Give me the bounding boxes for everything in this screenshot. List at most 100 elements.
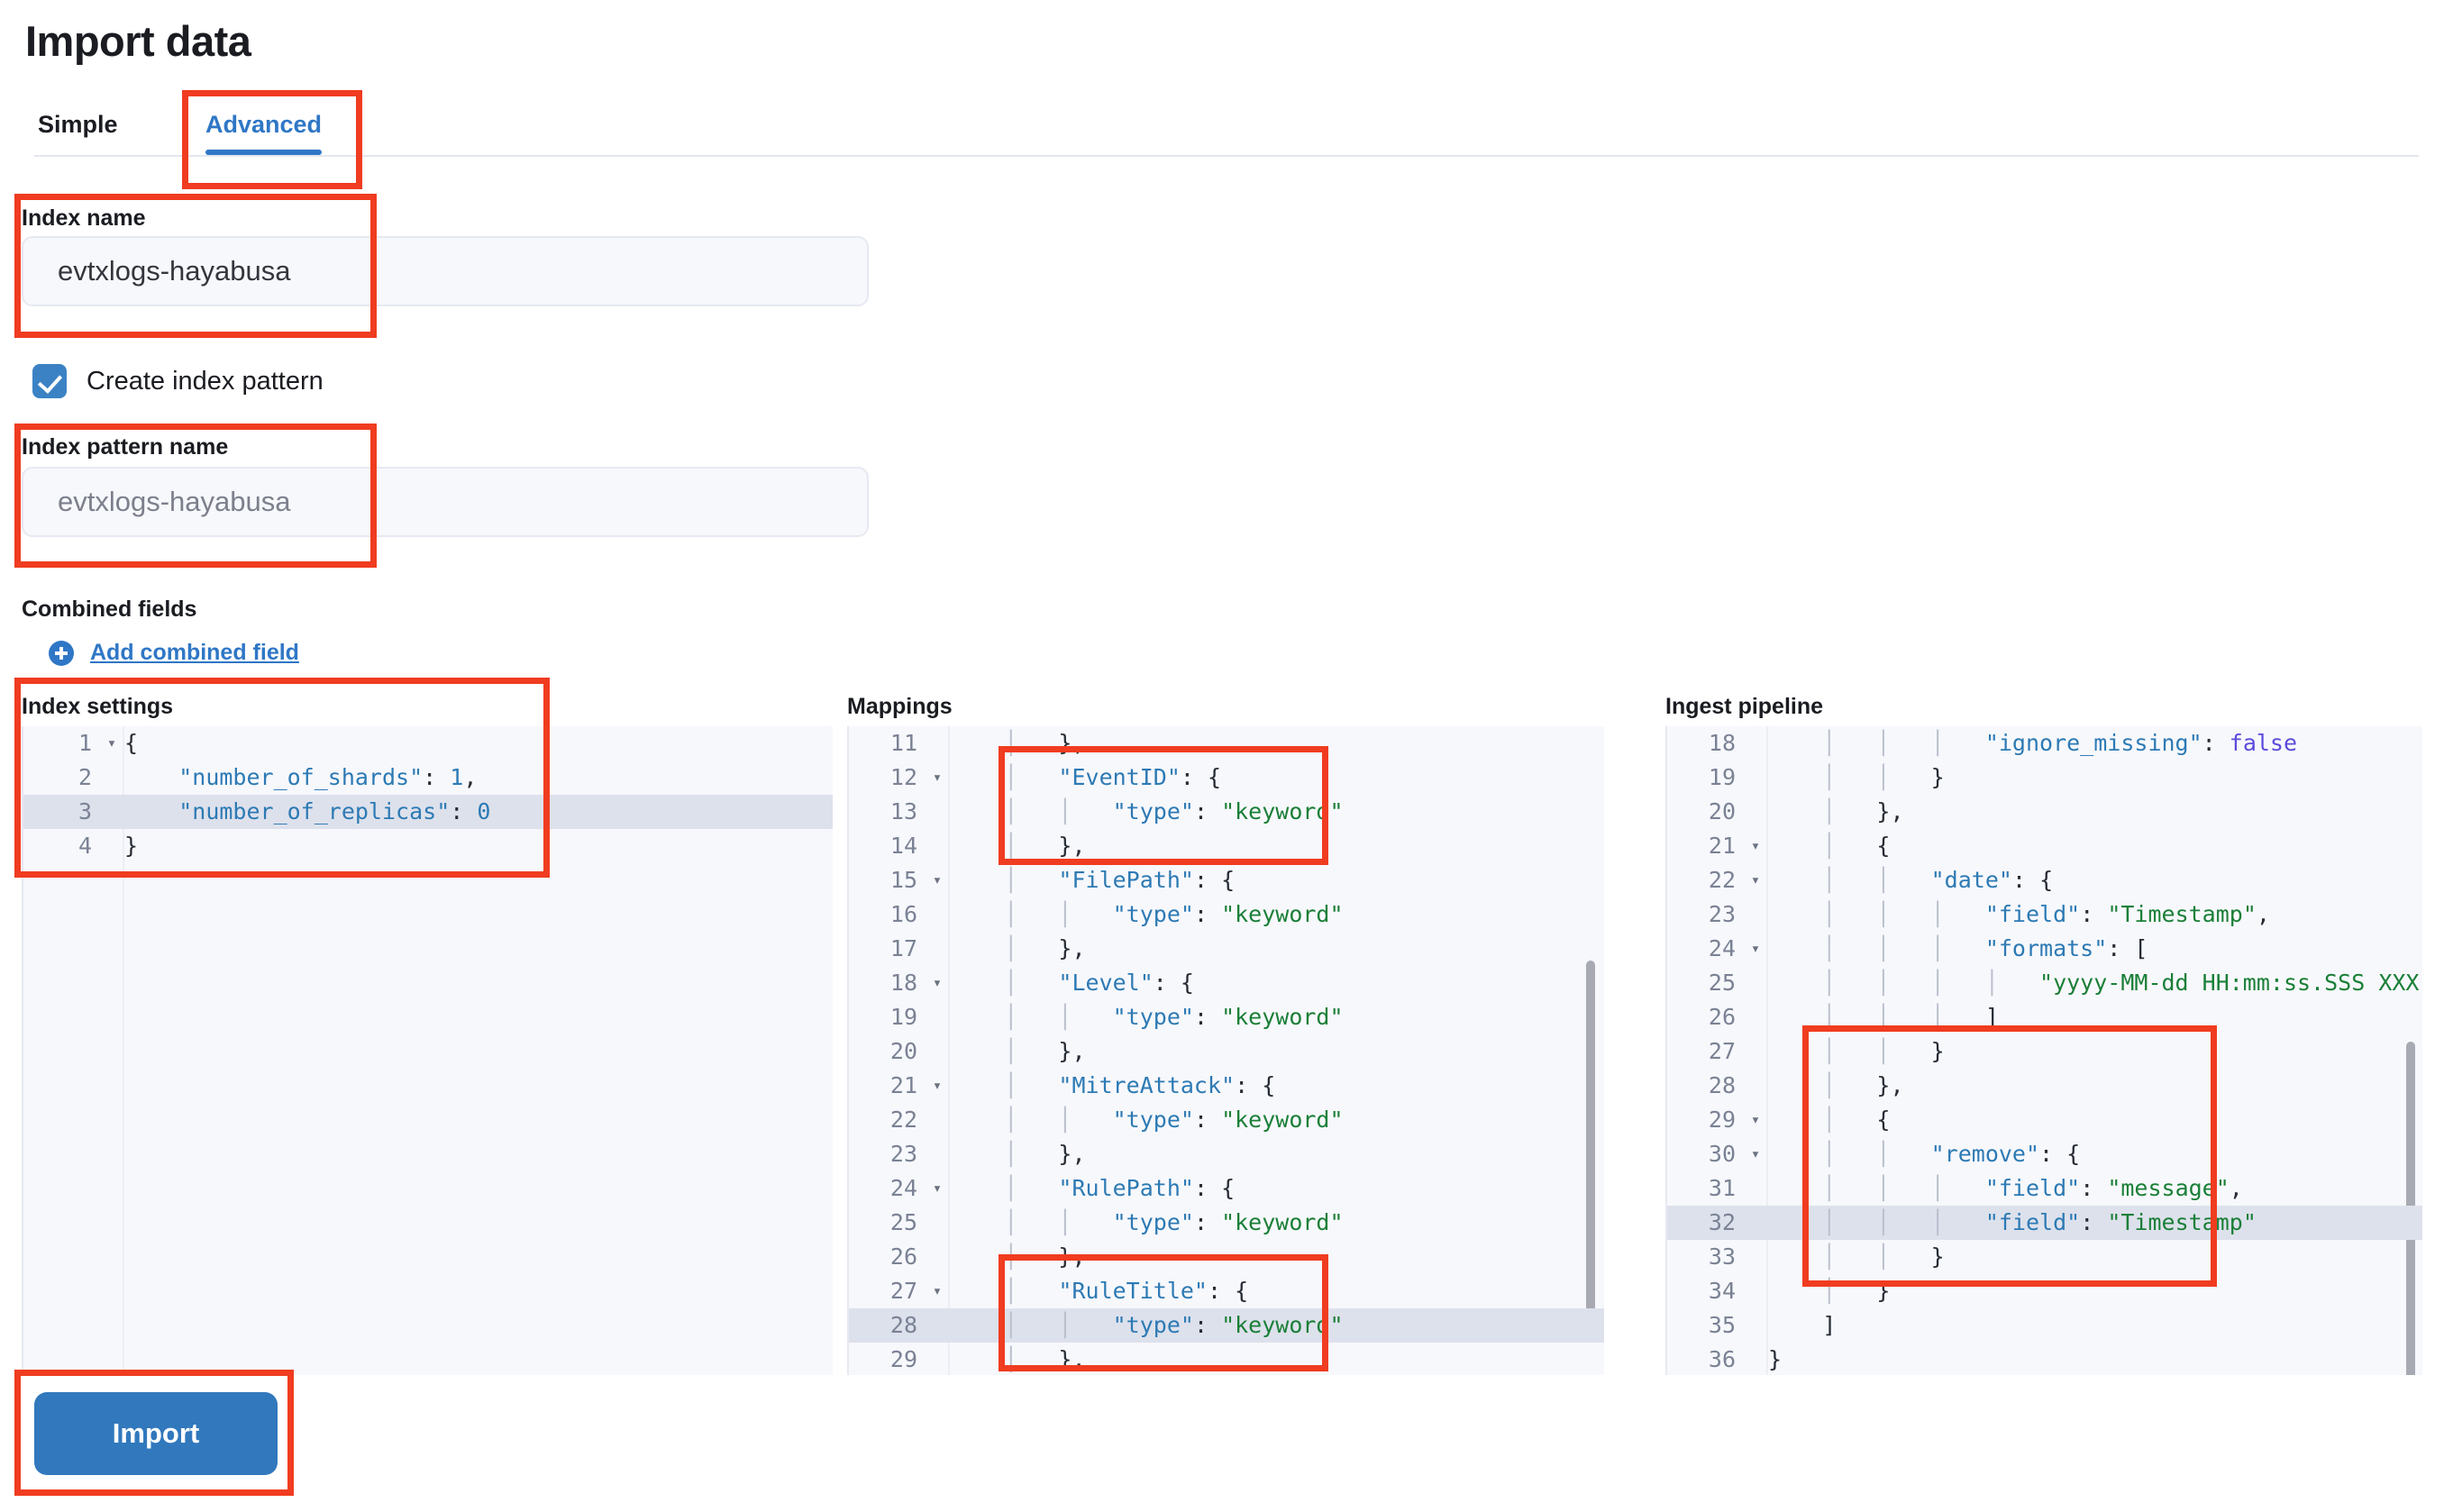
- line-number: 28: [889, 1312, 917, 1338]
- code-line[interactable]: 1▾{: [23, 726, 833, 761]
- tab-simple[interactable]: Simple: [38, 101, 118, 155]
- add-combined-field-link[interactable]: Add combined field: [49, 640, 299, 666]
- code-text: │ },: [950, 1141, 1086, 1167]
- code-line[interactable]: 31 │ │ │ "field": "message",: [1667, 1171, 2422, 1206]
- code-line[interactable]: 3 "number_of_replicas": 0: [23, 795, 833, 829]
- line-number: 29: [1708, 1107, 1736, 1133]
- code-line[interactable]: 27▾ │ "RuleTitle": {: [849, 1274, 1604, 1308]
- code-text: │ },: [1768, 798, 1904, 824]
- mappings-scrollbar[interactable]: [1586, 961, 1595, 1312]
- code-text: │ },: [1768, 1072, 1904, 1098]
- code-line[interactable]: 20 │ },: [1667, 795, 2422, 829]
- line-number: 23: [1708, 901, 1736, 927]
- line-number: 20: [889, 1038, 917, 1064]
- code-text: │ │ │ "formats": [: [1768, 935, 2148, 961]
- code-line[interactable]: 26 │ },: [849, 1240, 1604, 1274]
- gutter-divider: [948, 726, 950, 1375]
- line-number: 18: [1708, 730, 1736, 756]
- code-line[interactable]: 13 │ │ "type": "keyword": [849, 795, 1604, 829]
- code-line[interactable]: 27 │ │ }: [1667, 1034, 2422, 1069]
- code-line[interactable]: 32 │ │ │ "field": "Timestamp": [1667, 1206, 2422, 1240]
- fold-arrow-icon[interactable]: ▾: [932, 871, 943, 889]
- fold-arrow-icon[interactable]: ▾: [1750, 871, 1761, 889]
- code-line[interactable]: 18▾ │ "Level": {: [849, 966, 1604, 1000]
- import-button[interactable]: Import: [34, 1392, 278, 1475]
- code-text: │ },: [950, 1243, 1086, 1270]
- fold-arrow-icon[interactable]: ▾: [932, 1282, 943, 1300]
- line-number: 18: [889, 970, 917, 996]
- code-line[interactable]: 12▾ │ "EventID": {: [849, 761, 1604, 795]
- code-line[interactable]: 23 │ │ │ "field": "Timestamp",: [1667, 897, 2422, 932]
- code-text: │ },: [950, 1038, 1086, 1064]
- line-number: 32: [1708, 1209, 1736, 1235]
- fold-arrow-icon[interactable]: ▾: [1750, 1145, 1761, 1163]
- code-line[interactable]: 22▾ │ │ "date": {: [1667, 863, 2422, 897]
- tab-simple-label: Simple: [38, 111, 118, 138]
- code-line[interactable]: 24▾ │ │ │ "formats": [: [1667, 932, 2422, 966]
- line-number: 13: [889, 798, 917, 824]
- mappings-editor[interactable]: 11 │ },12▾ │ "EventID": {13 │ │ "type": …: [847, 726, 1604, 1375]
- line-number: 22: [889, 1107, 917, 1133]
- fold-arrow-icon[interactable]: ▾: [1750, 1111, 1761, 1129]
- code-line[interactable]: 15▾ │ "FilePath": {: [849, 863, 1604, 897]
- code-line[interactable]: 36}: [1667, 1343, 2422, 1375]
- code-line[interactable]: 24▾ │ "RulePath": {: [849, 1171, 1604, 1206]
- code-line[interactable]: 14 │ },: [849, 829, 1604, 863]
- code-line[interactable]: 11 │ },: [849, 726, 1604, 761]
- code-line[interactable]: 29 │ },: [849, 1343, 1604, 1375]
- code-line[interactable]: 18 │ │ │ "ignore_missing": false: [1667, 726, 2422, 761]
- code-text: │ "MitreAttack": {: [950, 1072, 1276, 1098]
- line-number: 16: [889, 901, 917, 927]
- code-line[interactable]: 19 │ │ }: [1667, 761, 2422, 795]
- code-text: │ │ "type": "keyword": [950, 798, 1344, 824]
- fold-arrow-icon[interactable]: ▾: [932, 1180, 943, 1198]
- fold-arrow-icon[interactable]: ▾: [932, 1077, 943, 1095]
- code-line[interactable]: 33 │ │ }: [1667, 1240, 2422, 1274]
- fold-arrow-icon[interactable]: ▾: [106, 734, 117, 752]
- fold-arrow-icon[interactable]: ▾: [932, 769, 943, 787]
- line-number: 3: [78, 798, 92, 824]
- index-settings-editor[interactable]: 1▾{2 "number_of_shards": 1,3 "number_of_…: [22, 726, 833, 1375]
- fold-arrow-icon[interactable]: ▾: [1750, 837, 1761, 855]
- code-line[interactable]: 35 ]: [1667, 1308, 2422, 1343]
- code-text: │ │ }: [1768, 764, 1945, 790]
- code-line[interactable]: 25 │ │ "type": "keyword": [849, 1206, 1604, 1240]
- fold-arrow-icon[interactable]: ▾: [1750, 940, 1761, 958]
- code-line[interactable]: 29▾ │ {: [1667, 1103, 2422, 1137]
- code-line[interactable]: 34 │ }: [1667, 1274, 2422, 1308]
- tab-advanced[interactable]: Advanced: [205, 101, 323, 155]
- code-text: │ "FilePath": {: [950, 867, 1236, 893]
- create-index-pattern-checkbox[interactable]: Create index pattern: [32, 364, 324, 398]
- index-pattern-name-input[interactable]: evtxlogs-hayabusa: [22, 467, 869, 537]
- code-line[interactable]: 21▾ │ "MitreAttack": {: [849, 1069, 1604, 1103]
- code-line[interactable]: 20 │ },: [849, 1034, 1604, 1069]
- code-line[interactable]: 25 │ │ │ │ "yyyy-MM-dd HH:mm:ss.SSS XXX": [1667, 966, 2422, 1000]
- code-line[interactable]: 30▾ │ │ "remove": {: [1667, 1137, 2422, 1171]
- code-line[interactable]: 23 │ },: [849, 1137, 1604, 1171]
- code-line[interactable]: 26 │ │ │ ]: [1667, 1000, 2422, 1034]
- code-line[interactable]: 2 "number_of_shards": 1,: [23, 761, 833, 795]
- line-number: 4: [78, 833, 92, 859]
- code-text: │ │ "type": "keyword": [950, 1209, 1344, 1235]
- code-line[interactable]: 17 │ },: [849, 932, 1604, 966]
- code-line[interactable]: 16 │ │ "type": "keyword": [849, 897, 1604, 932]
- gutter-divider: [123, 726, 124, 1375]
- code-line[interactable]: 4}: [23, 829, 833, 863]
- line-number: 1: [78, 730, 92, 756]
- code-line[interactable]: 21▾ │ {: [1667, 829, 2422, 863]
- code-text: "number_of_shards": 1,: [178, 764, 478, 790]
- code-text: ]: [1822, 1312, 1837, 1338]
- line-number: 19: [889, 1004, 917, 1030]
- index-name-input[interactable]: evtxlogs-hayabusa: [22, 236, 869, 306]
- fold-arrow-icon[interactable]: ▾: [932, 974, 943, 992]
- combined-fields-label: Combined fields: [22, 597, 197, 622]
- gutter-divider: [1766, 726, 1768, 1375]
- code-text: │ │ │ ]: [1768, 1004, 1999, 1030]
- code-line[interactable]: 22 │ │ "type": "keyword": [849, 1103, 1604, 1137]
- code-line[interactable]: 28 │ │ "type": "keyword": [849, 1308, 1604, 1343]
- code-line[interactable]: 19 │ │ "type": "keyword": [849, 1000, 1604, 1034]
- code-text: }: [124, 833, 139, 859]
- code-text: │ │ "type": "keyword": [950, 1312, 1344, 1338]
- code-line[interactable]: 28 │ },: [1667, 1069, 2422, 1103]
